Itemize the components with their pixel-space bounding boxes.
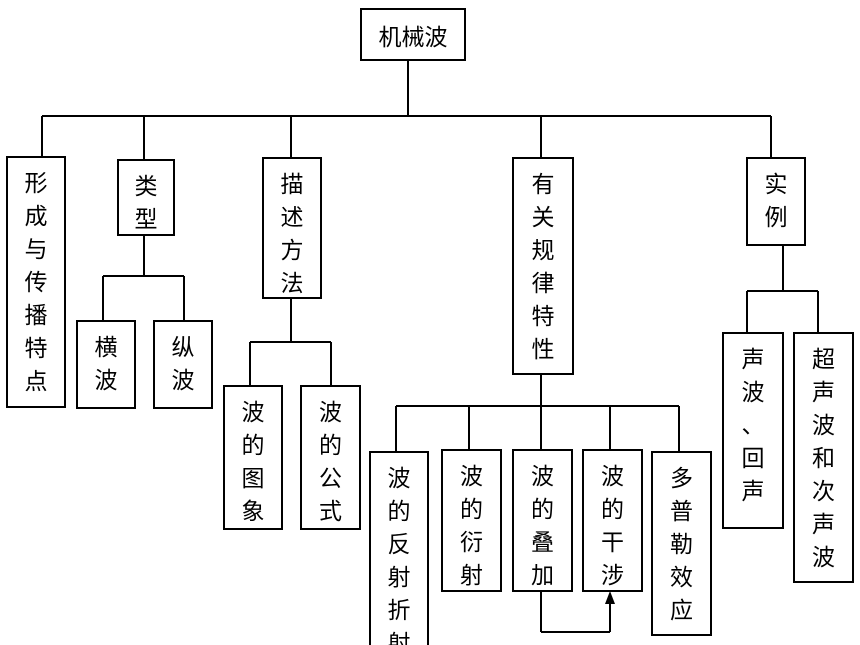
node-diffraction: 波 的 衍 射 [441, 449, 502, 592]
node-sound-echo-label: 声 波 、 回 声 [741, 347, 765, 505]
node-laws: 有 关 规 律 特 性 [512, 157, 574, 375]
node-interference-label: 波 的 干 涉 [601, 464, 624, 589]
node-wave-formula: 波 的 公 式 [300, 385, 361, 530]
node-description: 描 述 方 法 [262, 157, 322, 299]
node-sound-echo: 声 波 、 回 声 [722, 332, 784, 529]
node-wave-formula-label: 波 的 公 式 [319, 400, 342, 525]
node-superposition-label: 波 的 叠 加 [531, 464, 554, 589]
arrow-head-icon [605, 591, 615, 604]
node-transverse-wave: 横 波 [76, 320, 136, 409]
root-label: 机械波 [378, 24, 448, 51]
node-examples-label: 实 例 [764, 172, 788, 231]
node-formation-label: 形 成 与 传 播 特 点 [24, 171, 48, 395]
node-longitudinal-wave: 纵 波 [153, 320, 213, 409]
node-doppler-effect: 多 普 勒 效 应 [651, 451, 712, 636]
node-wave-graph-label: 波 的 图 象 [241, 400, 265, 525]
node-wave-graph: 波 的 图 象 [223, 385, 283, 530]
node-formation: 形 成 与 传 播 特 点 [6, 156, 66, 408]
node-description-label: 描 述 方 法 [280, 172, 304, 297]
node-types: 类 型 [117, 159, 175, 236]
node-diffraction-label: 波 的 衍 射 [460, 464, 483, 589]
node-laws-label: 有 关 规 律 特 性 [531, 172, 555, 363]
node-ultrasound-infrasound-label: 超 声 波 和 次 声 波 [812, 347, 835, 571]
node-doppler-effect-label: 多 普 勒 效 应 [670, 466, 693, 624]
root-node: 机械波 [360, 8, 466, 61]
node-superposition: 波 的 叠 加 [512, 449, 573, 592]
node-examples: 实 例 [746, 157, 806, 246]
node-ultrasound-infrasound: 超 声 波 和 次 声 波 [793, 332, 854, 583]
node-reflection-refraction-label: 波 的 反 射 折 射 [387, 466, 411, 645]
node-transverse-wave-label: 横 波 [94, 335, 118, 394]
node-reflection-refraction: 波 的 反 射 折 射 [369, 451, 429, 645]
node-types-label: 类 型 [134, 174, 158, 233]
node-interference: 波 的 干 涉 [582, 449, 643, 592]
node-longitudinal-wave-label: 纵 波 [171, 335, 195, 394]
